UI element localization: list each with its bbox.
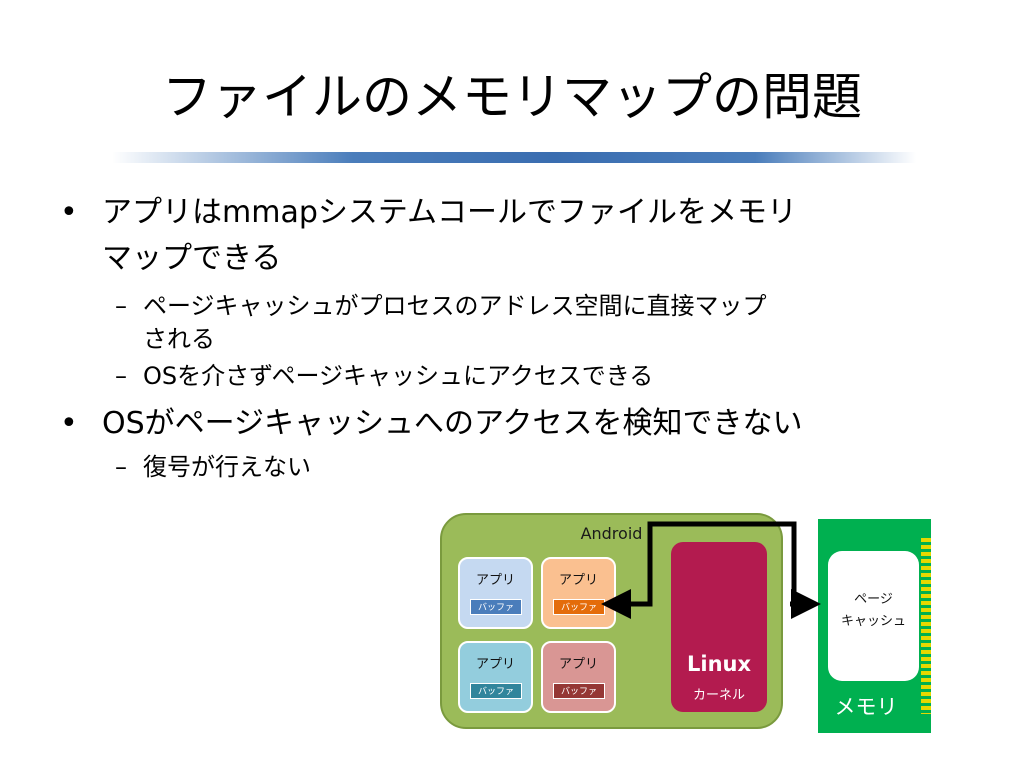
- memory-module: ページ キャッシュ メモリ: [818, 519, 931, 733]
- app-label: アプリ: [558, 657, 598, 672]
- memory-label: メモリ: [834, 695, 898, 719]
- bullet-item-2: • OSがページキャッシュへのアクセスを検知できない: [60, 401, 960, 447]
- page-cache-chip: ページ キャッシュ: [828, 551, 919, 681]
- sub-bullet-item-1: – ページキャッシュがプロセスのアドレス空間に直接マップ される: [60, 290, 960, 356]
- bullet-text-cont: マップできる: [102, 241, 282, 276]
- bullet-marker: •: [60, 195, 78, 230]
- buffer-label: バッファ: [553, 683, 605, 699]
- bullet-text: アプリはmmapシステムコールでファイルをメモリ: [102, 195, 797, 230]
- kernel-subtitle: カーネル: [692, 688, 745, 703]
- android-label: Android: [580, 524, 643, 543]
- linux-kernel-box: Linux カーネル: [671, 542, 767, 712]
- app-label: アプリ: [475, 657, 515, 672]
- sub-bullet-marker: –: [115, 453, 127, 481]
- bullet-item-1: • アプリはmmapシステムコールでファイルをメモリ マップできる: [60, 190, 960, 282]
- arrow-kernel-to-buffer: [601, 521, 797, 619]
- app-box-4: アプリ バッファ: [541, 641, 616, 713]
- slide-title: ファイルのメモリマップの問題: [162, 68, 862, 126]
- sub-bullet-text: 復号が行えない: [143, 453, 311, 481]
- page-cache-line-1: ページ: [854, 592, 893, 607]
- page-cache-line-2: キャッシュ: [840, 614, 906, 629]
- bullet-text: OSがページキャッシュへのアクセスを検知できない: [102, 406, 803, 441]
- sub-bullet-item-3: – 復号が行えない: [60, 451, 960, 484]
- page-cache-label: ページ キャッシュ: [828, 589, 919, 633]
- sub-bullet-text: ページキャッシュがプロセスのアドレス空間に直接マップ: [143, 292, 767, 320]
- sub-bullet-marker: –: [115, 362, 127, 390]
- app-box-1: アプリ バッファ: [458, 557, 533, 629]
- memory-pins: [921, 538, 931, 714]
- sub-bullet-text-cont: される: [143, 325, 215, 353]
- bullet-marker: •: [60, 406, 78, 441]
- bullet-list: • アプリはmmapシステムコールでファイルをメモリ マップできる – ページキ…: [60, 190, 960, 484]
- app-box-3: アプリ バッファ: [458, 641, 533, 713]
- kernel-title: Linux: [686, 652, 752, 676]
- buffer-label: バッファ: [470, 599, 522, 615]
- app-label: アプリ: [558, 573, 598, 588]
- sub-bullet-marker: –: [115, 292, 127, 320]
- buffer-label: バッファ: [470, 683, 522, 699]
- app-label: アプリ: [475, 573, 515, 588]
- sub-bullet-item-2: – OSを介さずページキャッシュにアクセスできる: [60, 360, 960, 393]
- sub-bullet-text: OSを介さずページキャッシュにアクセスできる: [143, 362, 654, 390]
- title-underline: [112, 152, 916, 163]
